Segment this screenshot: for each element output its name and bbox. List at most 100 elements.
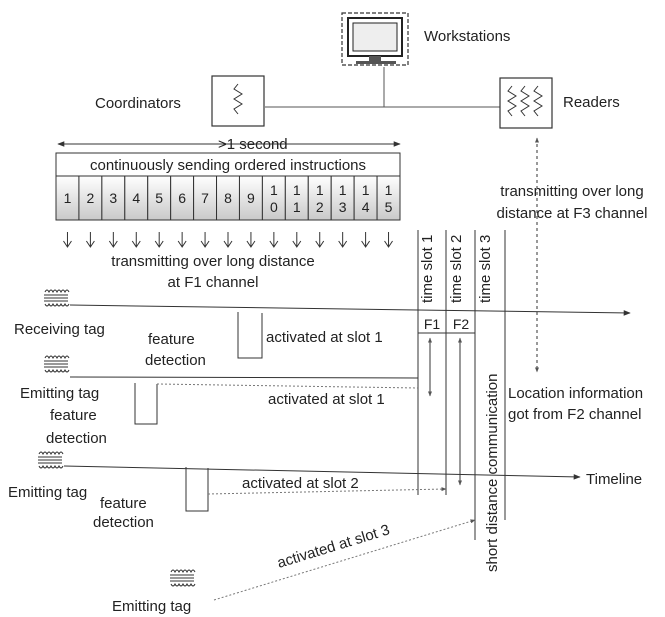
- f1-down-arrow: [131, 232, 141, 248]
- tag2-detect-line2: detection: [46, 430, 107, 447]
- channel-f2-label: F2: [453, 316, 470, 332]
- tag4-activation-line: [213, 519, 476, 601]
- short-comm-label: short distance communication: [484, 374, 501, 572]
- emitting-tag-icon-2: [37, 451, 64, 469]
- instruction-cell: 11: [284, 175, 309, 221]
- tag3-activation: activated at slot 2: [242, 475, 359, 492]
- instruction-cell-number: 1: [293, 182, 301, 198]
- instruction-cell-number: 4: [362, 199, 370, 215]
- f3-caption-line2: distance at F3 channel: [497, 205, 648, 222]
- tag3-detect-line2: detection: [93, 514, 154, 531]
- tag1-name: Receiving tag: [14, 321, 105, 338]
- duration-label: >1 second: [218, 136, 288, 153]
- tag3-detect-line1: feature: [100, 495, 147, 512]
- coordinators-label: Coordinators: [95, 95, 181, 112]
- f1-arrows: [63, 232, 393, 248]
- tag2-timeline: [69, 376, 419, 379]
- tag2-activation: activated at slot 1: [268, 391, 385, 408]
- f1-down-arrow: [269, 232, 279, 248]
- instruction-cell-number: 1: [270, 182, 278, 198]
- instruction-cell: 14: [353, 175, 378, 221]
- receiving-tag-icon: [43, 289, 70, 307]
- readers-label: Readers: [563, 94, 620, 111]
- instruction-cell-number: 1: [362, 182, 370, 198]
- tag4-name: Emitting tag: [112, 598, 191, 615]
- tag1-detect-line2: detection: [145, 352, 206, 369]
- instruction-cell: 7: [193, 175, 218, 221]
- tag1-timeline: [69, 304, 631, 316]
- f1-down-arrow: [338, 232, 348, 248]
- location-caption-line2: got from F2 channel: [508, 406, 641, 423]
- tag4-activation: activated at slot 3: [275, 521, 392, 571]
- tag1-detect-line1: feature: [148, 331, 195, 348]
- time-slot-3-label: time slot 3: [477, 235, 494, 303]
- f1-down-arrow: [315, 232, 325, 248]
- instruction-cell-number: 7: [201, 190, 209, 206]
- f1-down-arrow: [108, 232, 118, 248]
- f1-caption-line2: at F1 channel: [168, 274, 259, 291]
- instruction-cell-number: 2: [87, 190, 95, 206]
- tag2-detection-pulse: [134, 383, 158, 425]
- instruction-cell: 5: [147, 175, 172, 221]
- workstations-label: Workstations: [424, 28, 510, 45]
- instruction-cell-number: 0: [270, 199, 278, 215]
- tag1-activation: activated at slot 1: [266, 329, 383, 346]
- f1-down-arrow: [200, 232, 210, 248]
- instruction-cell: 3: [101, 175, 126, 221]
- channel-f1-label: F1: [424, 316, 441, 332]
- tag1-detection-pulse: [237, 312, 263, 359]
- instruction-cell: 1: [55, 175, 80, 221]
- f1-down-arrow: [85, 232, 95, 248]
- instruction-cell-number: 1: [293, 199, 301, 215]
- instruction-cell: 10: [261, 175, 286, 221]
- instruction-cell: 2: [78, 175, 103, 221]
- location-caption-line1: Location information: [508, 385, 643, 402]
- instruction-cell: 8: [216, 175, 240, 221]
- instruction-cell-number: 8: [224, 190, 232, 206]
- time-slot-grid: [417, 230, 506, 540]
- f1-down-arrow: [246, 232, 256, 248]
- instruction-cell: 4: [124, 175, 149, 221]
- instruction-cell-number: 1: [339, 182, 347, 198]
- reader-icon: [499, 77, 553, 129]
- f1-down-arrow: [361, 232, 371, 248]
- instruction-cell-number: 5: [155, 190, 163, 206]
- instruction-cell: 6: [170, 175, 195, 221]
- time-slot-1-label: time slot 1: [419, 235, 436, 303]
- instruction-cell-number: 6: [178, 190, 186, 206]
- tag2-activation-line: [156, 383, 419, 389]
- f1-caption-line1: transmitting over long distance: [111, 253, 314, 270]
- instruction-cell-number: 3: [109, 190, 117, 206]
- coordinator-icon: [211, 75, 265, 127]
- sequence-header: continuously sending ordered instruction…: [90, 157, 366, 174]
- time-slot-2-label: time slot 2: [448, 235, 465, 303]
- tag3-detection-pulse: [185, 467, 209, 512]
- instruction-cell-number: 1: [385, 182, 393, 198]
- workstation-icon: [341, 12, 409, 66]
- instruction-cell-number: 4: [132, 190, 140, 206]
- f1-down-arrow: [154, 232, 164, 248]
- f3-caption-line1: transmitting over long: [500, 183, 643, 200]
- emitting-tag-icon-1: [43, 355, 70, 373]
- instruction-cell: 15: [376, 175, 401, 221]
- instruction-cell-number: 5: [385, 199, 393, 215]
- instruction-cell-number: 2: [316, 199, 324, 215]
- tag3-name: Emitting tag: [8, 484, 87, 501]
- f1-down-arrow: [292, 232, 302, 248]
- instruction-cell-number: 1: [316, 182, 324, 198]
- timeline-label: Timeline: [586, 471, 642, 488]
- f1-down-arrow: [177, 232, 187, 248]
- f1-down-arrow: [384, 232, 393, 248]
- tag2-detect-line1: feature: [50, 407, 97, 424]
- instruction-cell: 13: [330, 175, 355, 221]
- f1-down-arrow: [63, 232, 72, 248]
- emitting-tag-icon-3: [169, 569, 196, 587]
- instruction-cell: 9: [238, 175, 263, 221]
- instruction-cell-number: 3: [339, 199, 347, 215]
- instruction-cell-number: 1: [64, 190, 72, 206]
- instruction-cell: 12: [307, 175, 332, 221]
- f1-down-arrow: [223, 232, 233, 248]
